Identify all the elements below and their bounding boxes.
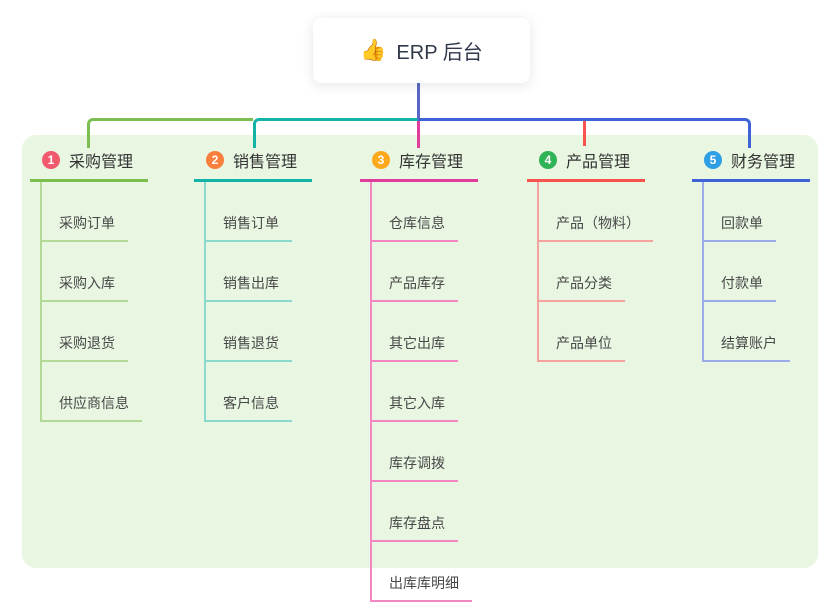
branch-header[interactable]: 1 采购管理 [30, 148, 148, 182]
child-node[interactable]: 库存盘点 [372, 482, 458, 542]
branch-header[interactable]: 2 销售管理 [194, 148, 312, 182]
child-node[interactable]: 库存调拨 [372, 422, 458, 482]
branch-number-badge: 4 [539, 151, 557, 169]
child-node[interactable]: 仓库信息 [372, 182, 458, 242]
branch-number-badge: 5 [704, 151, 722, 169]
child-node[interactable]: 产品（物料） [539, 182, 653, 242]
branch-header[interactable]: 3 库存管理 [360, 148, 478, 182]
branch-finance: 5 财务管理 回款单 付款单 结算账户 [692, 148, 810, 362]
branch-label: 销售管理 [233, 154, 298, 171]
child-node[interactable]: 销售退货 [206, 302, 292, 362]
child-node[interactable]: 销售出库 [206, 242, 292, 302]
child-node[interactable]: 其它出库 [372, 302, 458, 362]
child-node[interactable]: 产品分类 [539, 242, 625, 302]
connector-root [417, 83, 420, 119]
child-node[interactable]: 回款单 [704, 182, 776, 242]
branch-children: 回款单 付款单 结算账户 [702, 182, 810, 362]
branch-product: 4 产品管理 产品（物料） 产品分类 产品单位 [527, 148, 653, 362]
branch-inventory: 3 库存管理 仓库信息 产品库存 其它出库 其它入库 库存调拨 库存盘点 出库库… [360, 148, 478, 602]
branch-children: 销售订单 销售出库 销售退货 客户信息 [204, 182, 312, 422]
child-node[interactable]: 出库库明细 [372, 542, 472, 602]
child-node[interactable]: 其它入库 [372, 362, 458, 422]
child-node[interactable]: 采购入库 [42, 242, 128, 302]
branches-panel [22, 135, 818, 568]
child-node[interactable]: 采购退货 [42, 302, 128, 362]
child-node[interactable]: 产品单位 [539, 302, 625, 362]
child-node[interactable]: 付款单 [704, 242, 776, 302]
child-node[interactable]: 销售订单 [206, 182, 292, 242]
root-node[interactable]: 👍 ERP 后台 [313, 18, 530, 83]
child-node[interactable]: 结算账户 [704, 302, 790, 362]
branch-number-badge: 1 [42, 151, 60, 169]
branch-number-badge: 3 [372, 151, 390, 169]
branch-number-badge: 2 [206, 151, 224, 169]
branch-label: 采购管理 [69, 154, 134, 171]
root-label: ERP 后台 [396, 42, 483, 64]
branch-label: 库存管理 [399, 154, 464, 171]
branch-header[interactable]: 4 产品管理 [527, 148, 645, 182]
branch-sales: 2 销售管理 销售订单 销售出库 销售退货 客户信息 [194, 148, 312, 422]
branch-purchase: 1 采购管理 采购订单 采购入库 采购退货 供应商信息 [30, 148, 148, 422]
branch-header[interactable]: 5 财务管理 [692, 148, 810, 182]
child-node[interactable]: 产品库存 [372, 242, 458, 302]
child-node[interactable]: 采购订单 [42, 182, 128, 242]
branch-label: 财务管理 [731, 154, 796, 171]
child-node[interactable]: 客户信息 [206, 362, 292, 422]
branch-label: 产品管理 [566, 154, 631, 171]
branch-children: 产品（物料） 产品分类 产品单位 [537, 182, 653, 362]
branch-children: 仓库信息 产品库存 其它出库 其它入库 库存调拨 库存盘点 出库库明细 [370, 182, 478, 602]
thumbs-up-icon: 👍 [360, 39, 387, 62]
branch-children: 采购订单 采购入库 采购退货 供应商信息 [40, 182, 148, 422]
child-node[interactable]: 供应商信息 [42, 362, 142, 422]
